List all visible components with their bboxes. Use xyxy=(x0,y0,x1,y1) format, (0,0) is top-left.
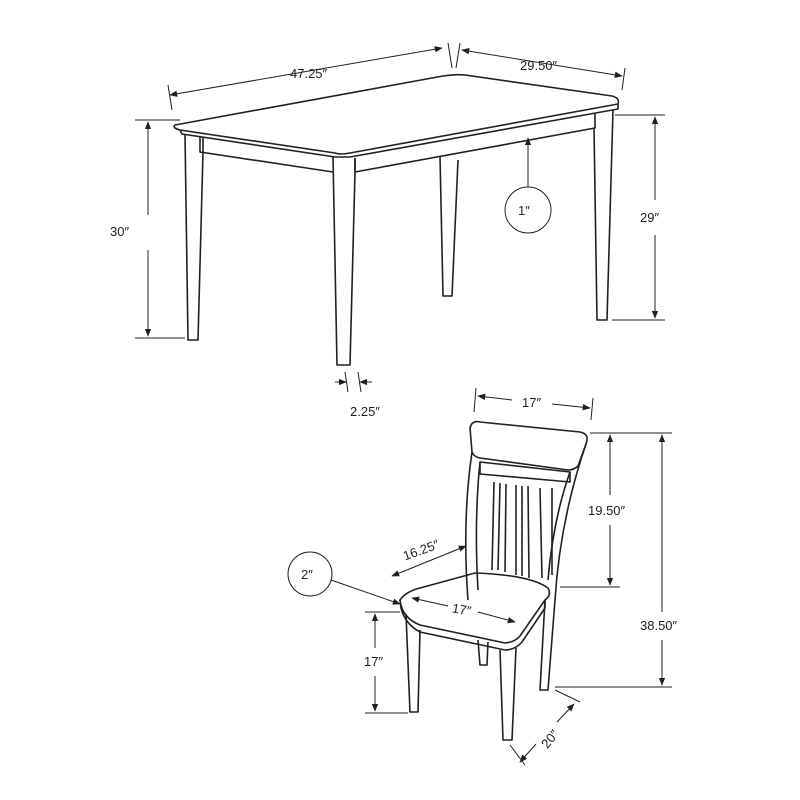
table-dimensions: 47.25″ 29.50″ 30″ 29″ 1″ 2.25″ xyxy=(110,42,665,419)
apron-height-label: 29″ xyxy=(640,210,659,225)
table-width-label: 29.50″ xyxy=(520,58,558,73)
back-width-label: 17″ xyxy=(522,395,541,410)
chair-back-post-right xyxy=(539,443,587,691)
table-leg-left xyxy=(184,133,204,341)
seat-thickness-callout xyxy=(287,551,333,597)
table-apron xyxy=(199,114,596,173)
seat-thickness-label: 2″ xyxy=(301,567,313,582)
chair-depth-label: 20″ xyxy=(538,726,562,751)
table-drawing xyxy=(173,73,620,366)
seat-depth-label: 16.25″ xyxy=(401,537,441,564)
chair-seat xyxy=(399,572,551,644)
chair-dimensions: 17″ 19.50″ 38.50″ 16.25″ 2″ 17″ 17″ 20″ xyxy=(287,387,678,766)
table-leg-back xyxy=(439,155,459,297)
table-height-label: 30″ xyxy=(110,224,129,239)
seat-width-label: 17″ xyxy=(451,600,473,618)
leg-width-label: 2.25″ xyxy=(350,404,380,419)
chair-backrest xyxy=(469,420,588,471)
chair-drawing xyxy=(399,420,588,741)
table-top-edge xyxy=(179,104,619,158)
table-leg-right xyxy=(593,109,614,321)
total-height-label: 38.50″ xyxy=(640,618,678,633)
table-leg-front xyxy=(332,156,356,366)
chair-back-rail xyxy=(479,461,571,483)
chair-slats xyxy=(491,481,553,579)
chair-leg-back xyxy=(477,639,489,666)
top-thickness-label: 1″ xyxy=(518,203,530,218)
chair-leg-front-right xyxy=(499,647,517,741)
chair-seat-edge xyxy=(399,599,546,651)
chair-leg-front-left xyxy=(405,613,421,713)
chair-back-post-left xyxy=(464,451,481,601)
back-height-label: 19.50″ xyxy=(588,503,626,518)
seat-height-label: 17″ xyxy=(364,654,383,669)
table-length-label: 47.25″ xyxy=(290,66,328,81)
